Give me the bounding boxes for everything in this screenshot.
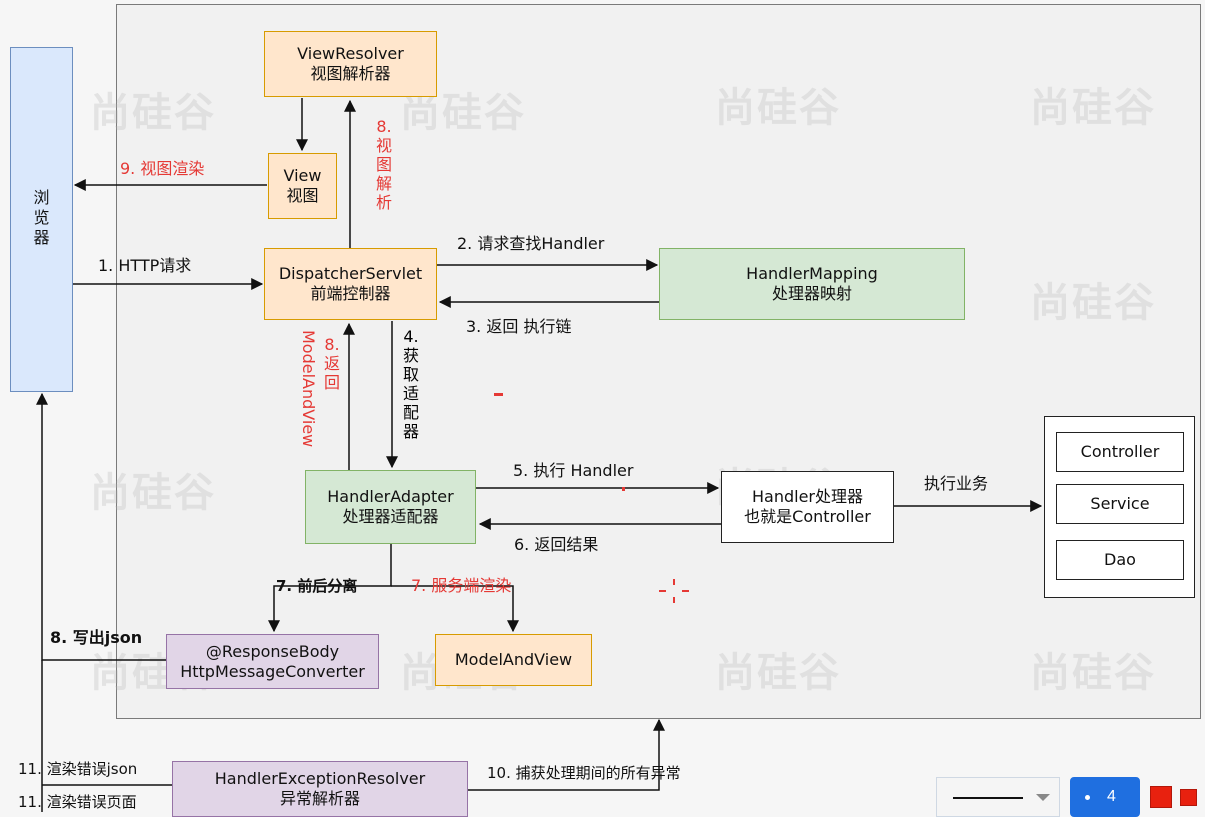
handler-node[interactable]: Handler处理器 也就是Controller (721, 471, 894, 543)
edge-label-4-char: 器 (402, 422, 419, 441)
edge-label-9: 9. 视图渲染 (120, 159, 205, 178)
edge-exception-capture (468, 718, 665, 791)
chevron-down-icon (1036, 794, 1050, 801)
view-subtitle: 视图 (286, 186, 319, 205)
line-style-picker[interactable] (936, 777, 1060, 817)
edge-label-4-char: 取 (402, 365, 419, 384)
line-style-preview (953, 797, 1023, 799)
edge-label-4: 4. 获 取 适 配 器 (401, 327, 421, 441)
view-resolver-subtitle: 视图解析器 (310, 64, 391, 83)
model-and-view-title: ModelAndView (454, 650, 573, 669)
handler-adapter-subtitle: 处理器适配器 (342, 507, 439, 526)
edge-label-business: 执行业务 (924, 474, 989, 493)
response-body-title: @ResponseBody (205, 641, 340, 661)
handler-mapping-node[interactable]: HandlerMapping 处理器映射 (659, 248, 965, 320)
edge-label-4-char: 获 (402, 346, 419, 365)
exception-resolver-subtitle: 异常解析器 (279, 789, 360, 808)
dispatcher-servlet-node[interactable]: DispatcherServlet 前端控制器 (264, 248, 437, 320)
handler-subtitle: 也就是Controller (744, 507, 871, 526)
browser-label-char: 览 (33, 208, 50, 227)
edge-label-3: 3. 返回 执行链 (466, 317, 572, 336)
edge-label-7-separated: 7. 前后分离 (276, 577, 358, 595)
color-swatch-small[interactable] (1180, 789, 1197, 806)
browser-label-char: 浏 (33, 188, 50, 207)
watermark: 尚硅谷 (1030, 85, 1156, 131)
watermark: 尚硅谷 (715, 85, 841, 131)
edge-label-6: 6. 返回结果 (514, 535, 599, 554)
edge-label-8-return-char: 返 (323, 354, 340, 373)
red-mark (622, 487, 625, 491)
browser-label-char: 器 (33, 228, 50, 247)
watermark: 尚硅谷 (400, 90, 526, 136)
color-swatch-large[interactable] (1150, 786, 1172, 808)
watermark: 尚硅谷 (715, 650, 841, 696)
handler-mapping-title: HandlerMapping (746, 264, 878, 283)
view-title: View (283, 166, 322, 185)
browser-node[interactable]: 浏 览 器 (10, 47, 73, 392)
edge-label-8-resolve-char: 析 (375, 193, 392, 212)
edge-label-8-resolve-char: 图 (375, 155, 392, 174)
response-body-subtitle: HttpMessageConverter (180, 661, 365, 681)
dispatcher-subtitle: 前端控制器 (310, 284, 391, 303)
handler-adapter-title: HandlerAdapter (327, 487, 454, 506)
red-crosshair (659, 579, 689, 603)
watermark: 尚硅谷 (1030, 650, 1156, 696)
exception-resolver-title: HandlerExceptionResolver (214, 769, 426, 788)
edge-label-8-return-char: 回 (323, 373, 340, 392)
edge-label-4-num: 4. (403, 327, 419, 346)
edge-label-8-resolve-char: 视 (375, 136, 392, 155)
edge-label-8-resolve-char: 解 (375, 174, 392, 193)
handler-adapter-node[interactable]: HandlerAdapter 处理器适配器 (305, 470, 476, 544)
edge-adapter-to-responsebody (268, 544, 392, 633)
edge-label-10: 10. 捕获处理期间的所有异常 (487, 764, 681, 782)
watermark: 尚硅谷 (90, 470, 216, 516)
service-layer[interactable]: Service (1056, 484, 1184, 524)
exception-resolver-node[interactable]: HandlerExceptionResolver 异常解析器 (172, 761, 468, 817)
diagram-canvas (116, 4, 1201, 719)
controller-layer[interactable]: Controller (1056, 432, 1184, 472)
edge-label-11-page: 11. 渲染错误页面 (18, 793, 137, 811)
edge-label-5: 5. 执行 Handler (513, 461, 634, 480)
handler-title: Handler处理器 (751, 487, 863, 506)
dao-layer[interactable]: Dao (1056, 540, 1184, 580)
edge-label-8-return-word: ModelAndView (299, 330, 318, 448)
dispatcher-title: DispatcherServlet (278, 264, 423, 283)
model-and-view-node[interactable]: ModelAndView (435, 634, 592, 686)
stroke-width-button[interactable]: 4 (1070, 777, 1140, 817)
edge-label-8-resolve: 8. 视 图 解 析 (374, 117, 394, 212)
edge-label-2: 2. 请求查找Handler (457, 234, 605, 253)
edge-label-4-char: 适 (402, 384, 419, 403)
stroke-width-value: 4 (1107, 788, 1116, 805)
edge-responsebody-to-browser (36, 392, 166, 661)
edge-label-4-char: 配 (402, 403, 419, 422)
red-mark (494, 393, 503, 396)
watermark: 尚硅谷 (1030, 280, 1156, 326)
watermark: 尚硅谷 (90, 90, 216, 136)
edge-label-1: 1. HTTP请求 (98, 256, 192, 275)
edge-label-8-return-num: 8. (324, 335, 340, 354)
edge-label-8-resolve-num: 8. (376, 117, 392, 136)
edge-label-8-json: 8. 写出json (50, 628, 143, 647)
edge-label-8-return: 8. 返 回 (322, 335, 342, 392)
dot-icon (1085, 795, 1090, 800)
response-body-node[interactable]: @ResponseBody HttpMessageConverter (166, 634, 379, 689)
edge-label-11-json: 11. 渲染错误json (18, 760, 138, 778)
view-resolver-node[interactable]: ViewResolver 视图解析器 (264, 31, 437, 97)
edge-adapter-to-modelandview (391, 585, 519, 633)
view-node[interactable]: View 视图 (268, 153, 337, 219)
handler-mapping-subtitle: 处理器映射 (771, 284, 852, 303)
view-resolver-title: ViewResolver (297, 44, 404, 63)
edge-label-7-server-render: 7. 服务端渲染 (411, 576, 512, 595)
